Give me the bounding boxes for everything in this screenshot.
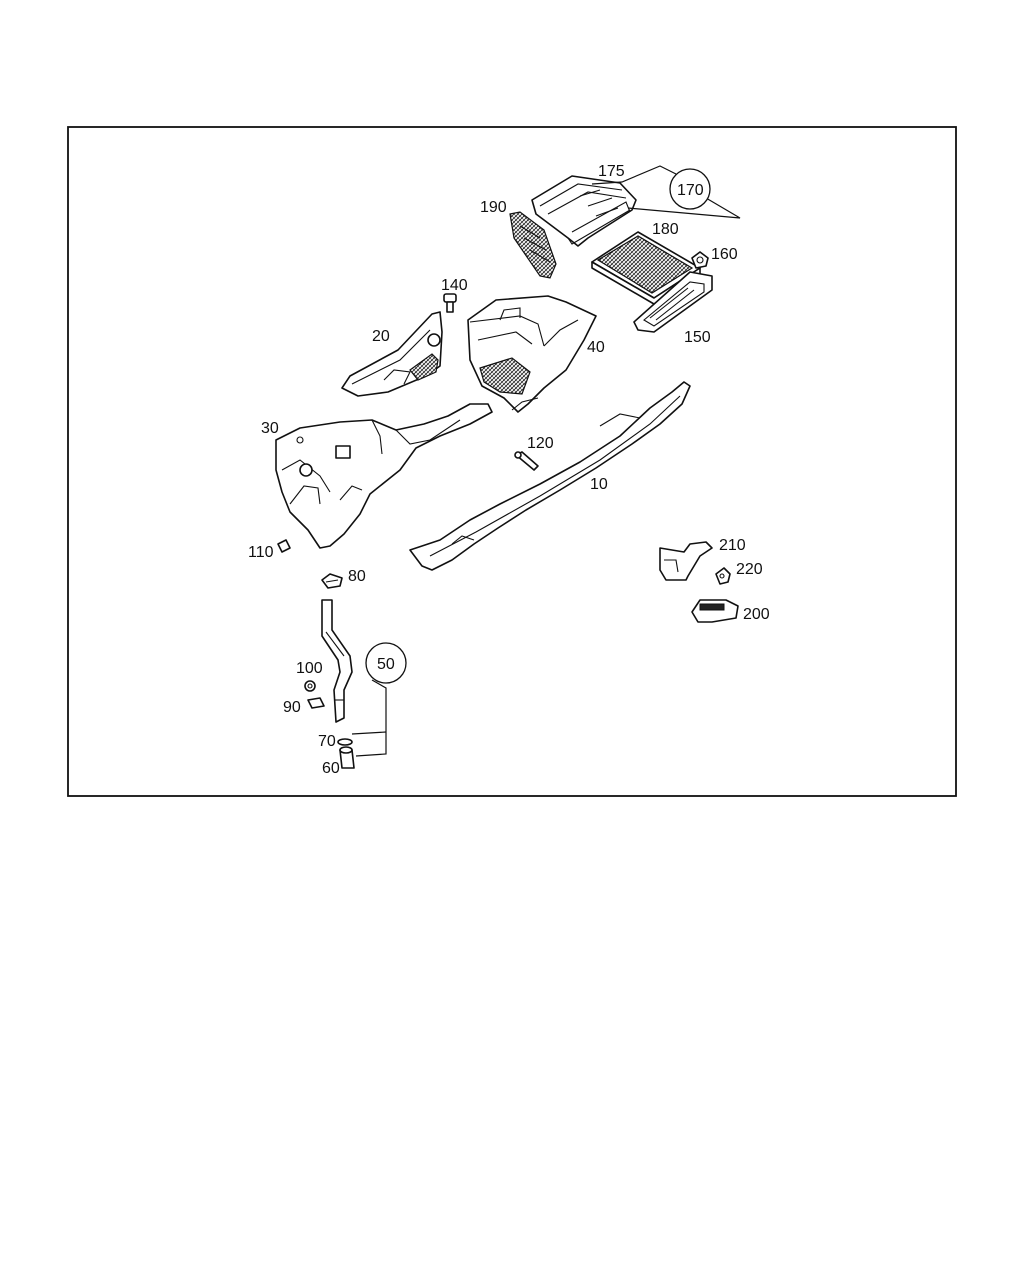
part-70-ring — [337, 738, 353, 746]
part-140-bolt — [443, 293, 457, 313]
part-160-clip — [691, 251, 709, 269]
part-220-nut — [715, 567, 731, 585]
diagram-frame — [67, 126, 957, 797]
label-70: 70 — [318, 733, 336, 750]
leader-lines — [351, 165, 741, 757]
label-20: 20 — [372, 328, 390, 345]
label-200: 200 — [743, 606, 770, 623]
label-30: 30 — [261, 420, 279, 437]
part-40-blower-box — [467, 295, 597, 413]
part-150-seal-frame — [633, 271, 713, 333]
label-60: 60 — [322, 760, 340, 777]
part-120-bolt — [514, 451, 539, 471]
label-50: 50 — [377, 656, 395, 673]
part-100-nut — [304, 680, 316, 692]
label-220: 220 — [736, 561, 763, 578]
label-150: 150 — [684, 329, 711, 346]
part-20-panel — [341, 311, 443, 397]
part-175-intake-housing — [531, 175, 637, 247]
label-160: 160 — [711, 246, 738, 263]
label-10: 10 — [590, 476, 608, 493]
label-40: 40 — [587, 339, 605, 356]
label-180: 180 — [652, 221, 679, 238]
label-90: 90 — [283, 699, 301, 716]
part-90-clip — [307, 697, 325, 709]
part-10-rail — [409, 381, 691, 571]
label-210: 210 — [719, 537, 746, 554]
label-170: 170 — [677, 182, 704, 199]
label-100: 100 — [296, 660, 323, 677]
label-190: 190 — [480, 199, 507, 216]
callout-circle-50 — [365, 642, 407, 684]
part-80-grommet — [321, 573, 343, 589]
callout-circle-170 — [669, 168, 711, 210]
part-110-fastener — [277, 539, 291, 553]
part-210-bracket — [659, 541, 713, 581]
label-140: 140 — [441, 277, 468, 294]
part-30-trim — [275, 403, 493, 549]
part-200-sensor — [691, 599, 739, 623]
label-80: 80 — [348, 568, 366, 585]
part-60-cap — [339, 746, 355, 769]
label-110: 110 — [248, 544, 274, 561]
label-175: 175 — [598, 163, 625, 180]
part-190-grille — [509, 211, 557, 279]
label-120: 120 — [527, 435, 554, 452]
part-50-hose — [321, 599, 353, 723]
